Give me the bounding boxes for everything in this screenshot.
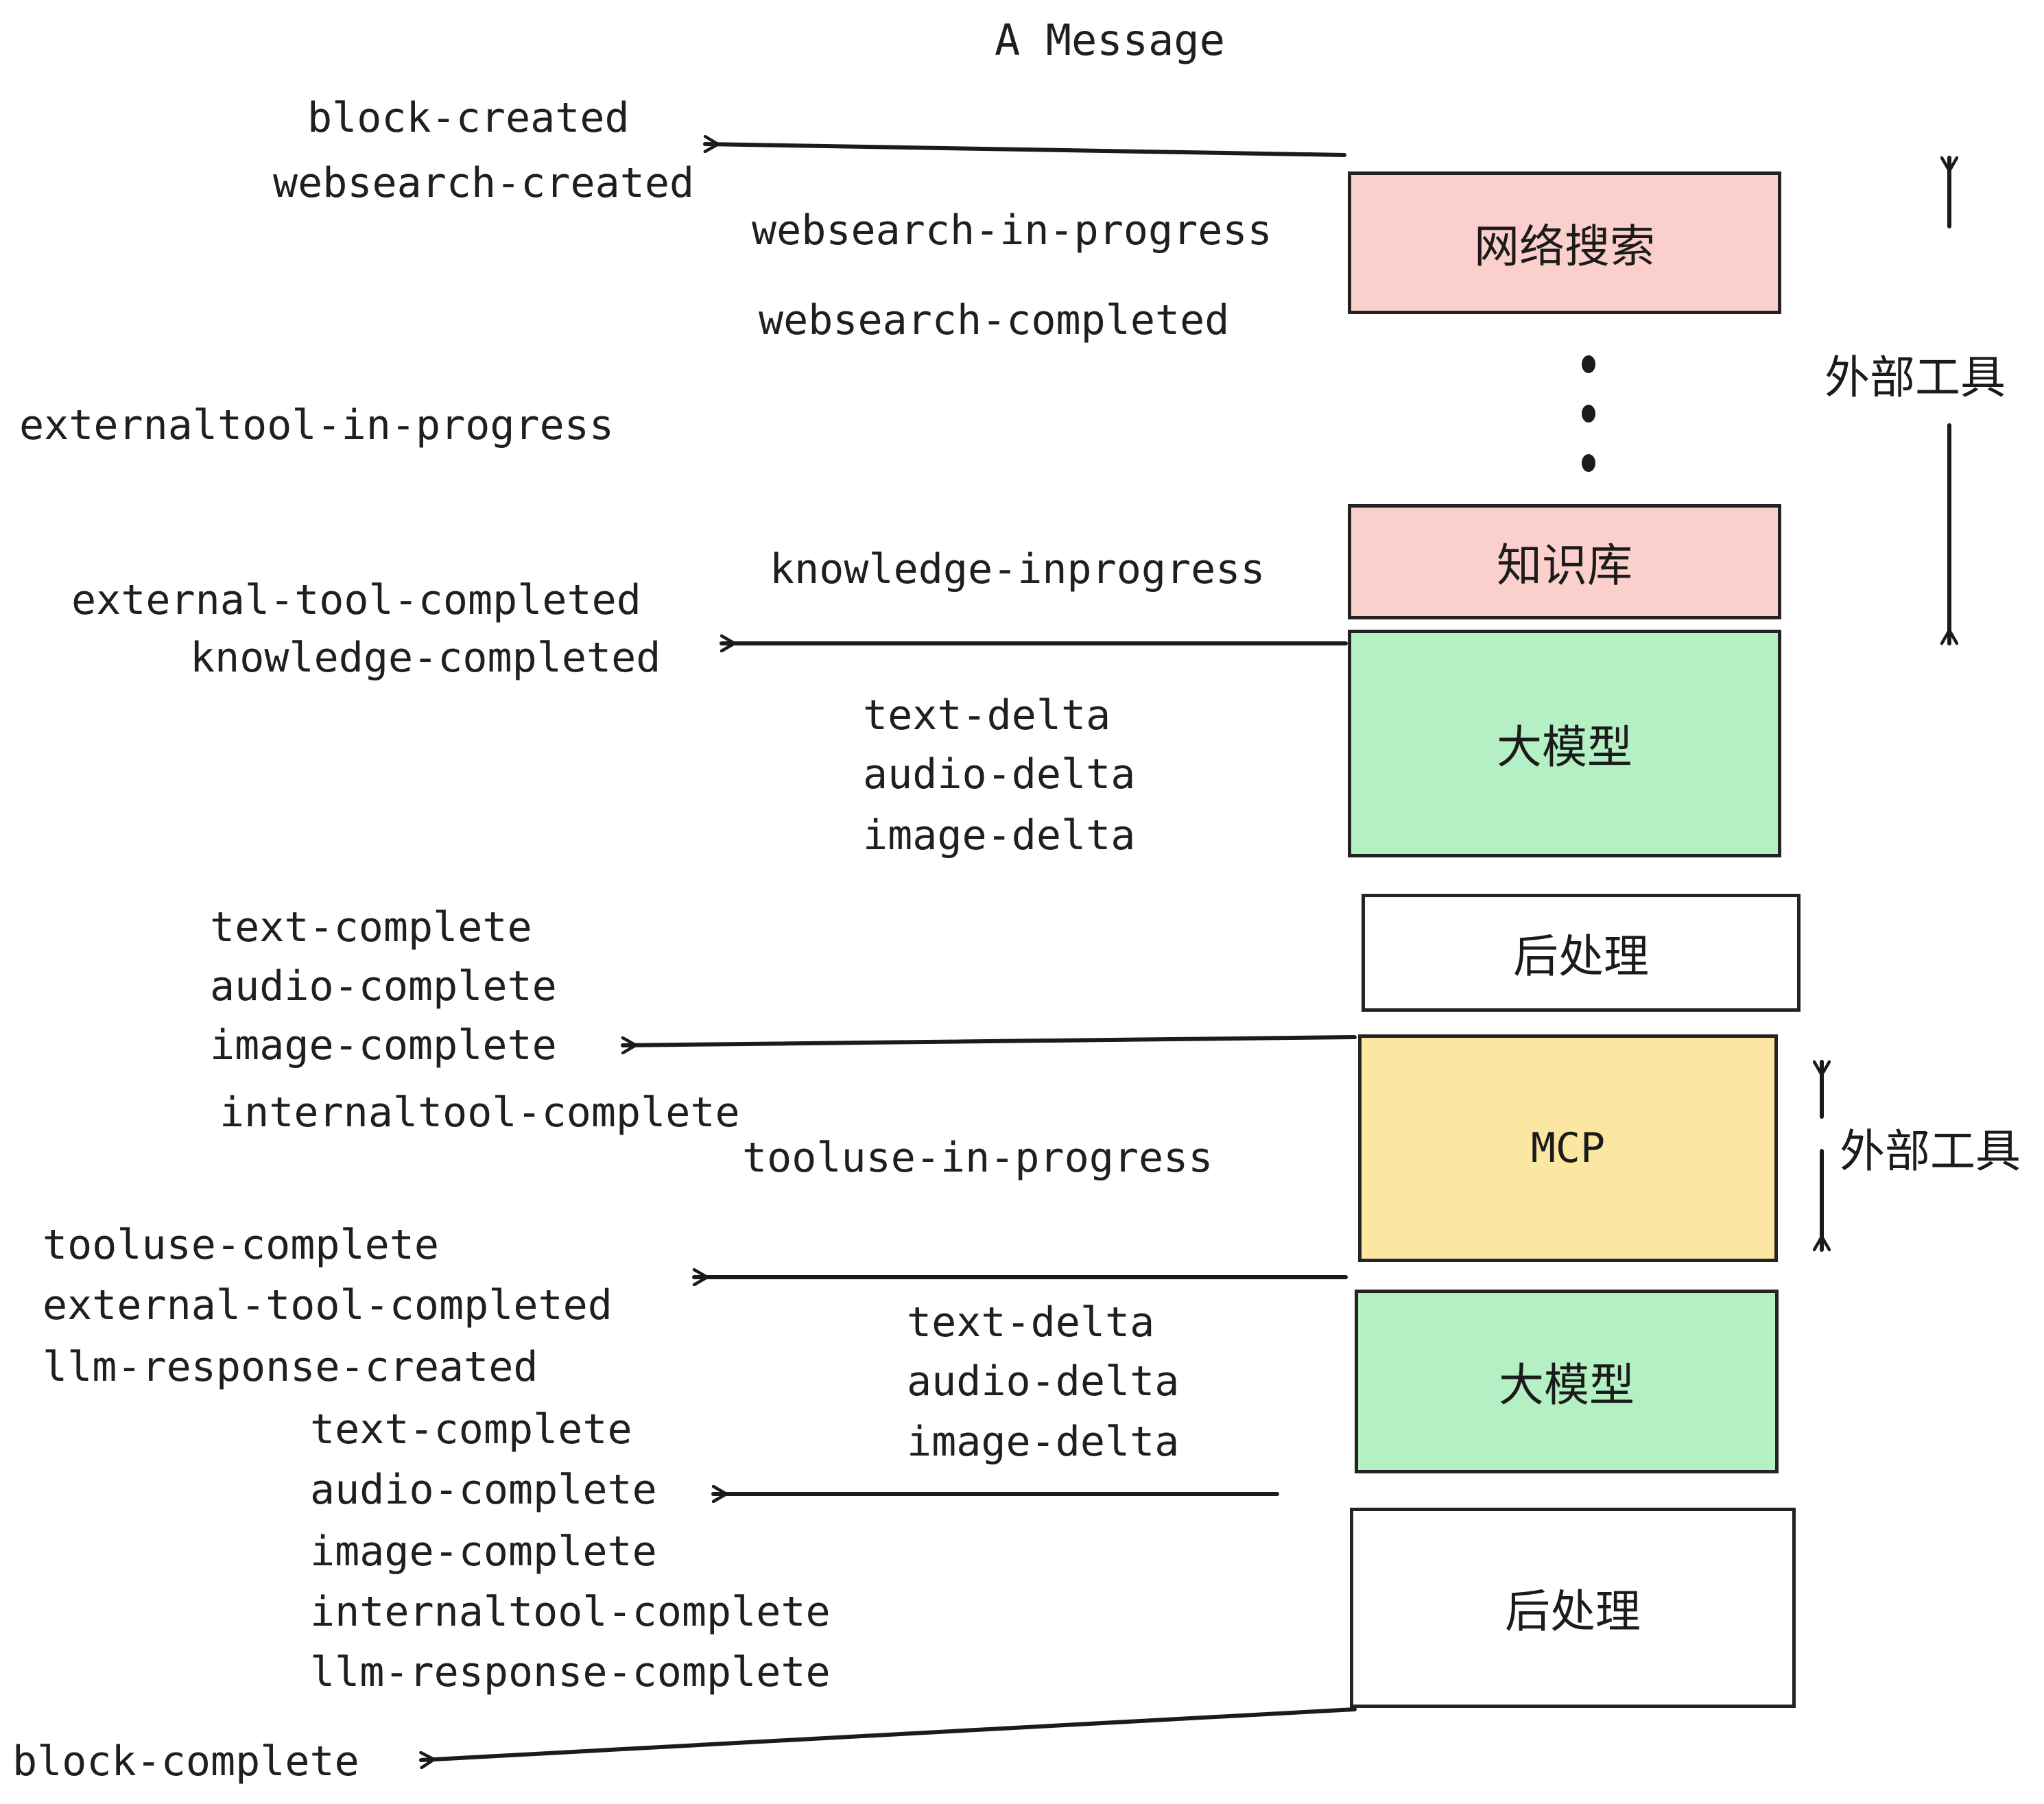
node-postprocess-bottom: 后处理 <box>1350 1508 1796 1708</box>
event-label-internaltool-complete-1: internaltool-complete <box>219 1089 740 1137</box>
event-label-tooluse-in-progress: tooluse-in-progress <box>742 1134 1213 1182</box>
event-label-tooluse-complete: tooluse-complete <box>43 1221 439 1269</box>
node-mcp: MCP <box>1358 1034 1778 1262</box>
event-label-llm-response-complete: llm-response-complete <box>310 1648 831 1696</box>
event-label-image-delta-2: image-delta <box>907 1418 1180 1466</box>
event-label-image-delta-1: image-delta <box>863 811 1136 859</box>
bracket-label-external-tools-top: 外部工具 <box>1825 351 2006 404</box>
event-label-text-delta-2: text-delta <box>907 1298 1155 1346</box>
event-label-audio-delta-2: audio-delta <box>907 1357 1180 1405</box>
event-label-internaltool-complete-2: internaltool-complete <box>310 1588 831 1636</box>
node-label: 后处理 <box>1505 1585 1641 1638</box>
ellipsis-dot-3 <box>1582 454 1595 472</box>
node-knowledge: 知识库 <box>1348 504 1781 619</box>
arrow-image-complete <box>621 1035 1357 1045</box>
event-label-websearch-completed: websearch-completed <box>759 296 1230 344</box>
event-label-external-tool-completed-1: external-tool-completed <box>71 576 641 624</box>
event-label-audio-complete-2: audio-complete <box>310 1466 657 1514</box>
arrow-block-complete <box>419 1707 1357 1760</box>
node-postprocess-top: 后处理 <box>1362 894 1801 1012</box>
event-label-llm-response-created: llm-response-created <box>43 1343 538 1391</box>
node-label: 知识库 <box>1497 539 1632 592</box>
event-label-external-tool-completed-2: external-tool-completed <box>43 1281 613 1329</box>
node-label: 大模型 <box>1499 1359 1635 1412</box>
node-label: 大模型 <box>1497 721 1632 774</box>
event-label-audio-delta-1: audio-delta <box>863 750 1136 798</box>
node-label: MCP <box>1530 1124 1606 1172</box>
event-label-audio-complete-1: audio-complete <box>210 962 557 1010</box>
event-label-externaltool-in-progress: externaltool-in-progress <box>19 401 614 449</box>
event-label-knowledge-inprogress: knowledge-inprogress <box>770 545 1265 593</box>
event-label-image-complete-1: image-complete <box>210 1021 557 1069</box>
node-label: 后处理 <box>1513 930 1649 983</box>
node-llm-bottom: 大模型 <box>1355 1290 1779 1473</box>
event-label-block-created: block-created <box>307 94 630 142</box>
event-label-websearch-in-progress: websearch-in-progress <box>752 206 1272 254</box>
event-label-block-complete: block-complete <box>12 1737 359 1785</box>
ellipsis-dot-2 <box>1582 405 1595 423</box>
node-label: 网络搜索 <box>1474 220 1655 273</box>
event-label-text-complete-2: text-complete <box>310 1405 632 1453</box>
event-label-knowledge-completed: knowledge-completed <box>190 634 661 682</box>
node-websearch: 网络搜索 <box>1348 171 1781 314</box>
ellipsis-dot-1 <box>1582 355 1595 373</box>
event-label-websearch-created: websearch-created <box>273 159 695 207</box>
event-label-text-complete-1: text-complete <box>210 903 532 951</box>
event-label-image-complete-2: image-complete <box>310 1528 657 1576</box>
node-llm-top: 大模型 <box>1348 630 1781 857</box>
page-title: A Message <box>995 15 1225 65</box>
arrow-block-created <box>703 144 1346 157</box>
event-label-text-delta-1: text-delta <box>863 691 1111 739</box>
bracket-label-external-tools-bottom: 外部工具 <box>1840 1125 2021 1178</box>
